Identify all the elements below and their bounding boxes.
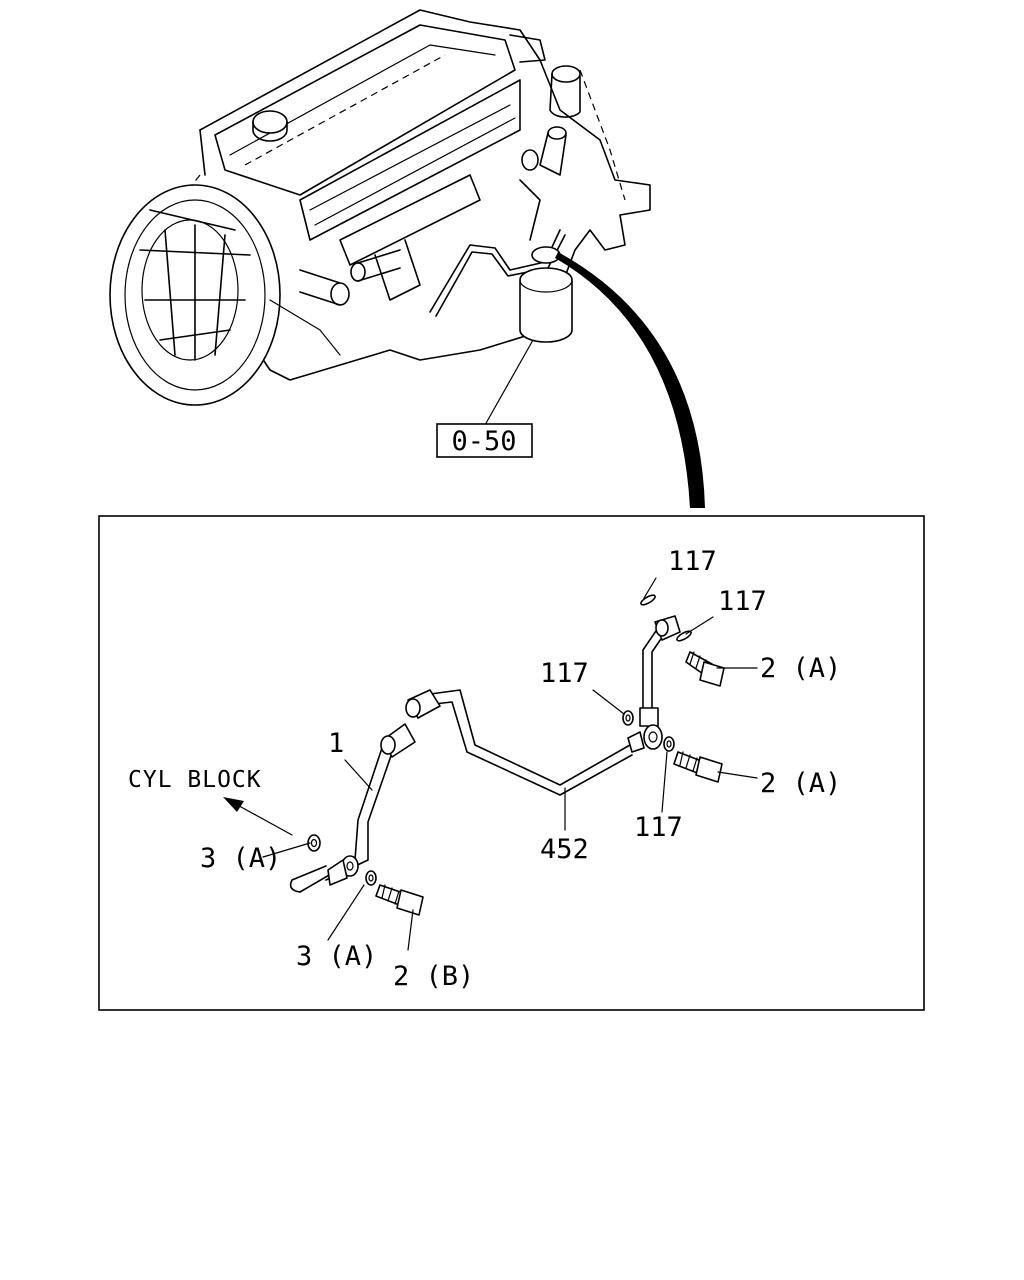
bolt-2b-icon (375, 884, 424, 916)
gasket-117-a-icon (640, 594, 656, 606)
gasket-117-d-icon (663, 736, 675, 752)
callout-117-c: 117 (540, 658, 589, 689)
callout-3a-left: 3 (A) (200, 843, 281, 874)
gasket-3a-bottom-icon (365, 870, 377, 886)
callout-2b: 2 (B) (393, 961, 474, 992)
callout-3a-bottom: 3 (A) (296, 941, 377, 972)
engine-illustration (109, 9, 651, 406)
callout-117-b: 117 (718, 586, 767, 617)
detail-frame (98, 515, 925, 1011)
callout-2a-lower: 2 (A) (760, 768, 841, 799)
cyl-block-label: CYL BLOCK (128, 767, 262, 793)
pipe-1 (289, 723, 416, 893)
callout-1: 1 (328, 728, 344, 759)
callout-117-d: 117 (634, 812, 683, 843)
ref-box-label: 0-50 (451, 426, 516, 457)
callout-452: 452 (540, 834, 589, 865)
bolt-2a-lower-icon (673, 751, 723, 783)
gasket-117-c-icon (622, 710, 634, 726)
callout-2a-upper: 2 (A) (760, 653, 841, 684)
reference-box: 0-50 (436, 423, 533, 458)
detail-pointer (555, 252, 705, 508)
callout-117-a: 117 (668, 546, 717, 577)
pipe-452 (405, 615, 681, 796)
bolt-2a-upper-icon (685, 651, 725, 687)
cyl-block-arrow (223, 797, 293, 836)
